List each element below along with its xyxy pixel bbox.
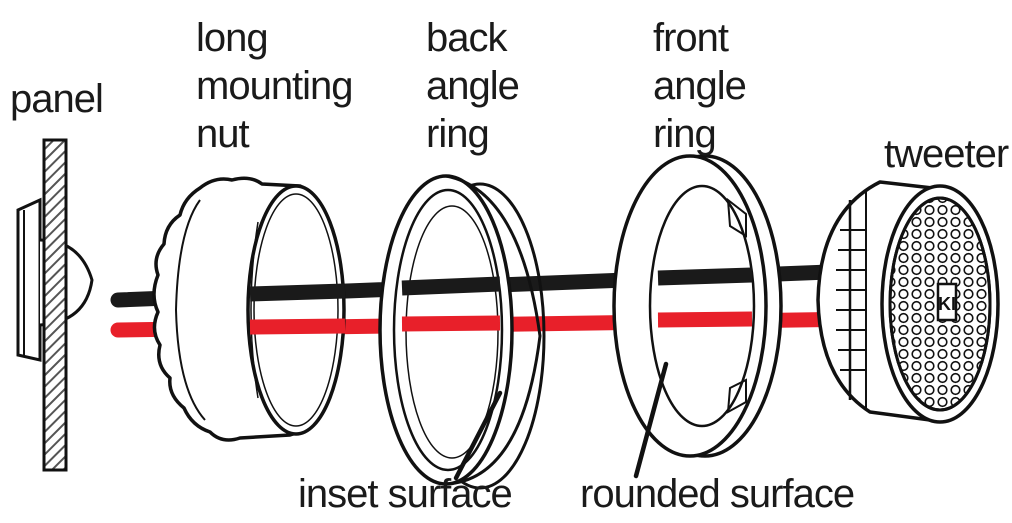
nut-label: long mounting nut bbox=[196, 14, 354, 158]
front-angle-ring bbox=[612, 154, 783, 458]
nut-label-line: nut bbox=[196, 112, 250, 156]
inset-surface-leader bbox=[453, 390, 503, 481]
panel-label: panel bbox=[10, 75, 104, 123]
tweeter: KI bbox=[816, 180, 1000, 424]
tweeter-label-text: tweeter bbox=[884, 132, 1009, 176]
rounded-surface-label: rounded surface bbox=[580, 470, 855, 518]
back-ring-label: back angle ring bbox=[426, 14, 520, 158]
tweeter-label: tweeter bbox=[884, 130, 1009, 178]
long-mounting-nut bbox=[152, 176, 346, 442]
inset-surface-label-text: inset surface bbox=[298, 472, 513, 516]
panel-label-text: panel bbox=[10, 77, 104, 121]
front-ring-label-line: front bbox=[653, 16, 729, 60]
panel bbox=[16, 138, 94, 472]
back-angle-ring bbox=[378, 174, 546, 490]
front-ring-label: front angle ring bbox=[653, 14, 747, 158]
back-ring-label-line: angle bbox=[426, 64, 520, 108]
back-ring-label-line: ring bbox=[426, 112, 490, 156]
nut-label-line: mounting bbox=[196, 64, 354, 108]
nut-label-line: long bbox=[196, 16, 269, 60]
rounded-surface-leader bbox=[633, 361, 669, 479]
inset-surface-label: inset surface bbox=[298, 470, 513, 518]
back-ring-label-line: back bbox=[426, 16, 507, 60]
rounded-surface-label-text: rounded surface bbox=[580, 472, 855, 516]
brand-logo-text: KI bbox=[938, 294, 956, 314]
front-ring-label-line: ring bbox=[653, 112, 717, 156]
brand-logo: KI bbox=[936, 282, 958, 322]
front-ring-label-line: angle bbox=[653, 64, 747, 108]
